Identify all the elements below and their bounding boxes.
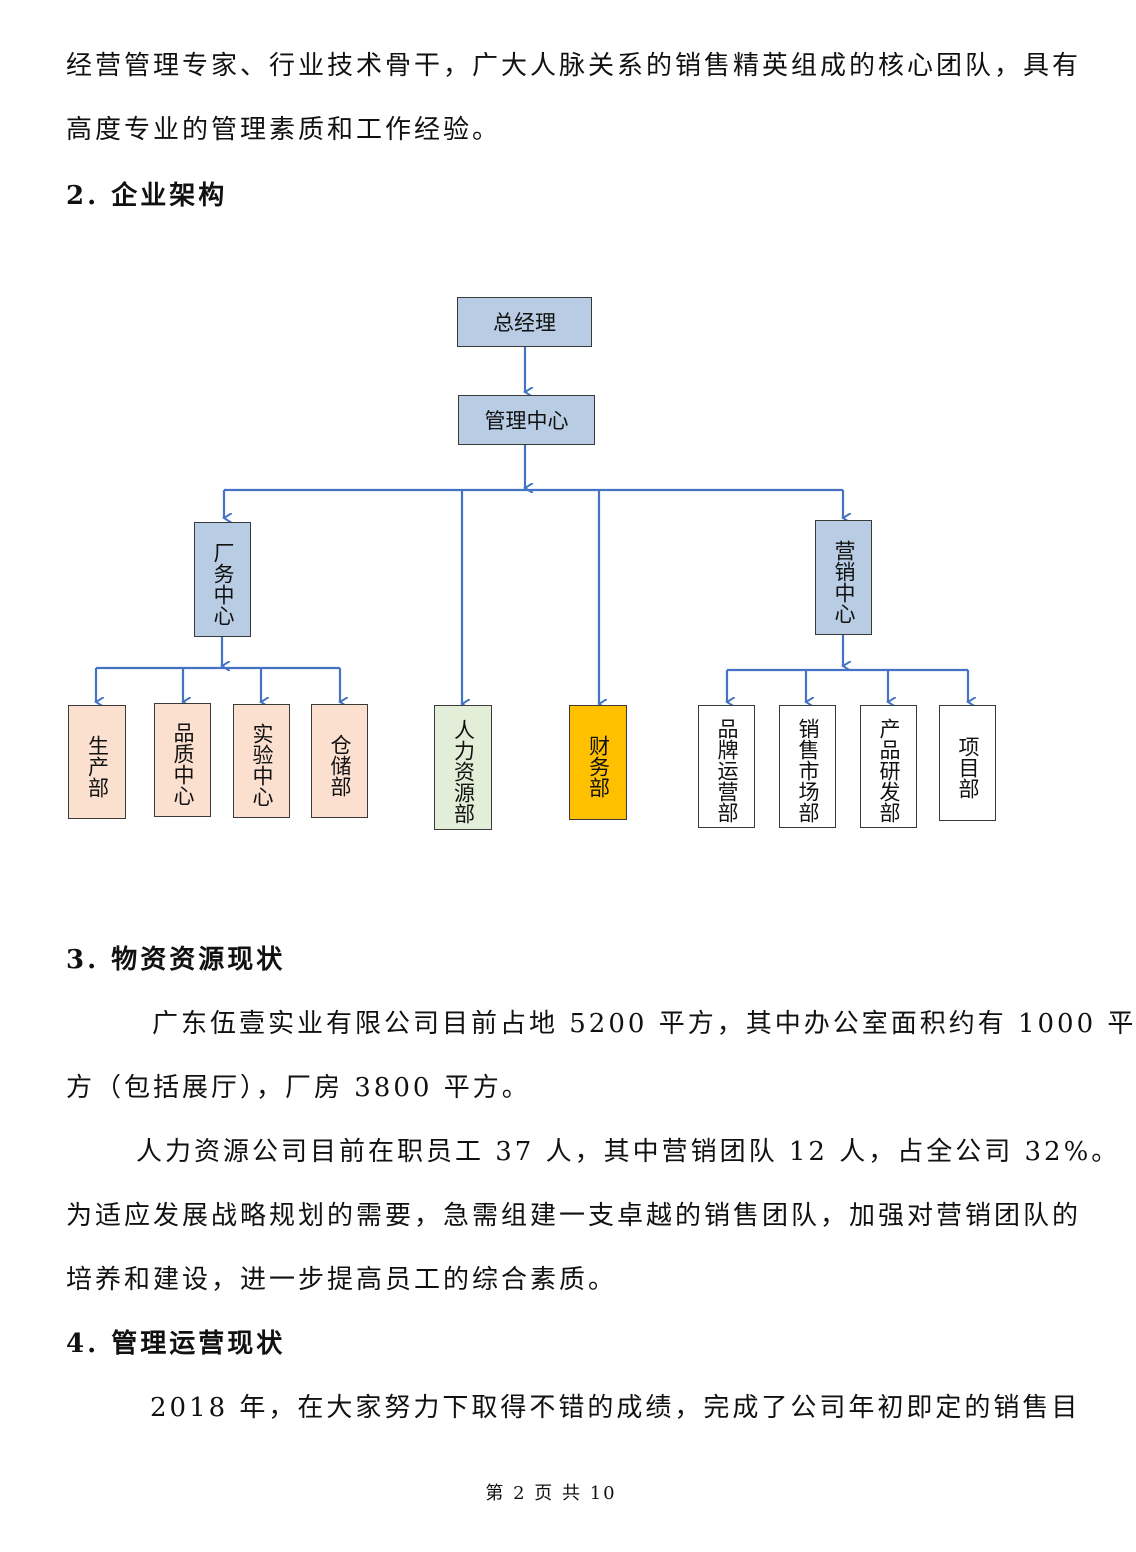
org-box-hr: 人力资源部 [434,705,492,830]
org-box-sales-market: 销售市场部 [779,705,836,828]
org-box-lab: 实验中心 [233,704,290,818]
org-box-general-manager: 总经理 [457,297,592,347]
org-box-warehouse: 仓储部 [311,704,368,818]
org-box-project: 项目部 [939,705,996,821]
org-chart-connectors [0,347,1102,900]
heading-management-ops: 4. 管理运营现状 [66,1329,286,1359]
org-box-factory-center: 厂务中心 [194,522,251,637]
org-box-finance: 财务部 [569,705,627,820]
heading-org-structure: 2. 企业架构 [66,181,228,211]
page-number: 第 2 页 共 10 [485,1483,617,1504]
intro-line-1: 经营管理专家、行业技术骨干，广大人脉关系的销售精英组成的核心团队，具有 [66,51,1082,81]
s3-paragraph2-line2: 为适应发展战略规划的需要，急需组建一支卓越的销售团队，加强对营销团队的 [66,1201,1082,1231]
s3-paragraph2-line1: 人力资源公司目前在职员工 37 人，其中营销团队 12 人，占全公司 32%。 [136,1137,1121,1167]
s3-paragraph2-line3: 培养和建设，进一步提高员工的综合素质。 [66,1265,618,1295]
s3-paragraph1-line1: 广东伍壹实业有限公司目前占地 5200 平方，其中办公室面积约有 1000 平 [152,1009,1136,1039]
org-box-marketing-center: 营销中心 [815,520,872,635]
intro-line-2: 高度专业的管理素质和工作经验。 [66,115,502,145]
org-box-production: 生产部 [68,705,126,819]
heading-material-resources: 3. 物资资源现状 [66,945,286,975]
s3-paragraph1-line2: 方（包括展厅），厂房 3800 平方。 [66,1073,531,1103]
org-box-brand-ops: 品牌运营部 [698,705,755,828]
org-box-quality: 品质中心 [154,703,211,817]
org-box-management-center: 管理中心 [458,395,595,445]
org-box-product-rd: 产品研发部 [860,705,917,828]
s4-paragraph1-line1: 2018 年，在大家努力下取得不错的成绩，完成了公司年初即定的销售目 [150,1393,1081,1423]
